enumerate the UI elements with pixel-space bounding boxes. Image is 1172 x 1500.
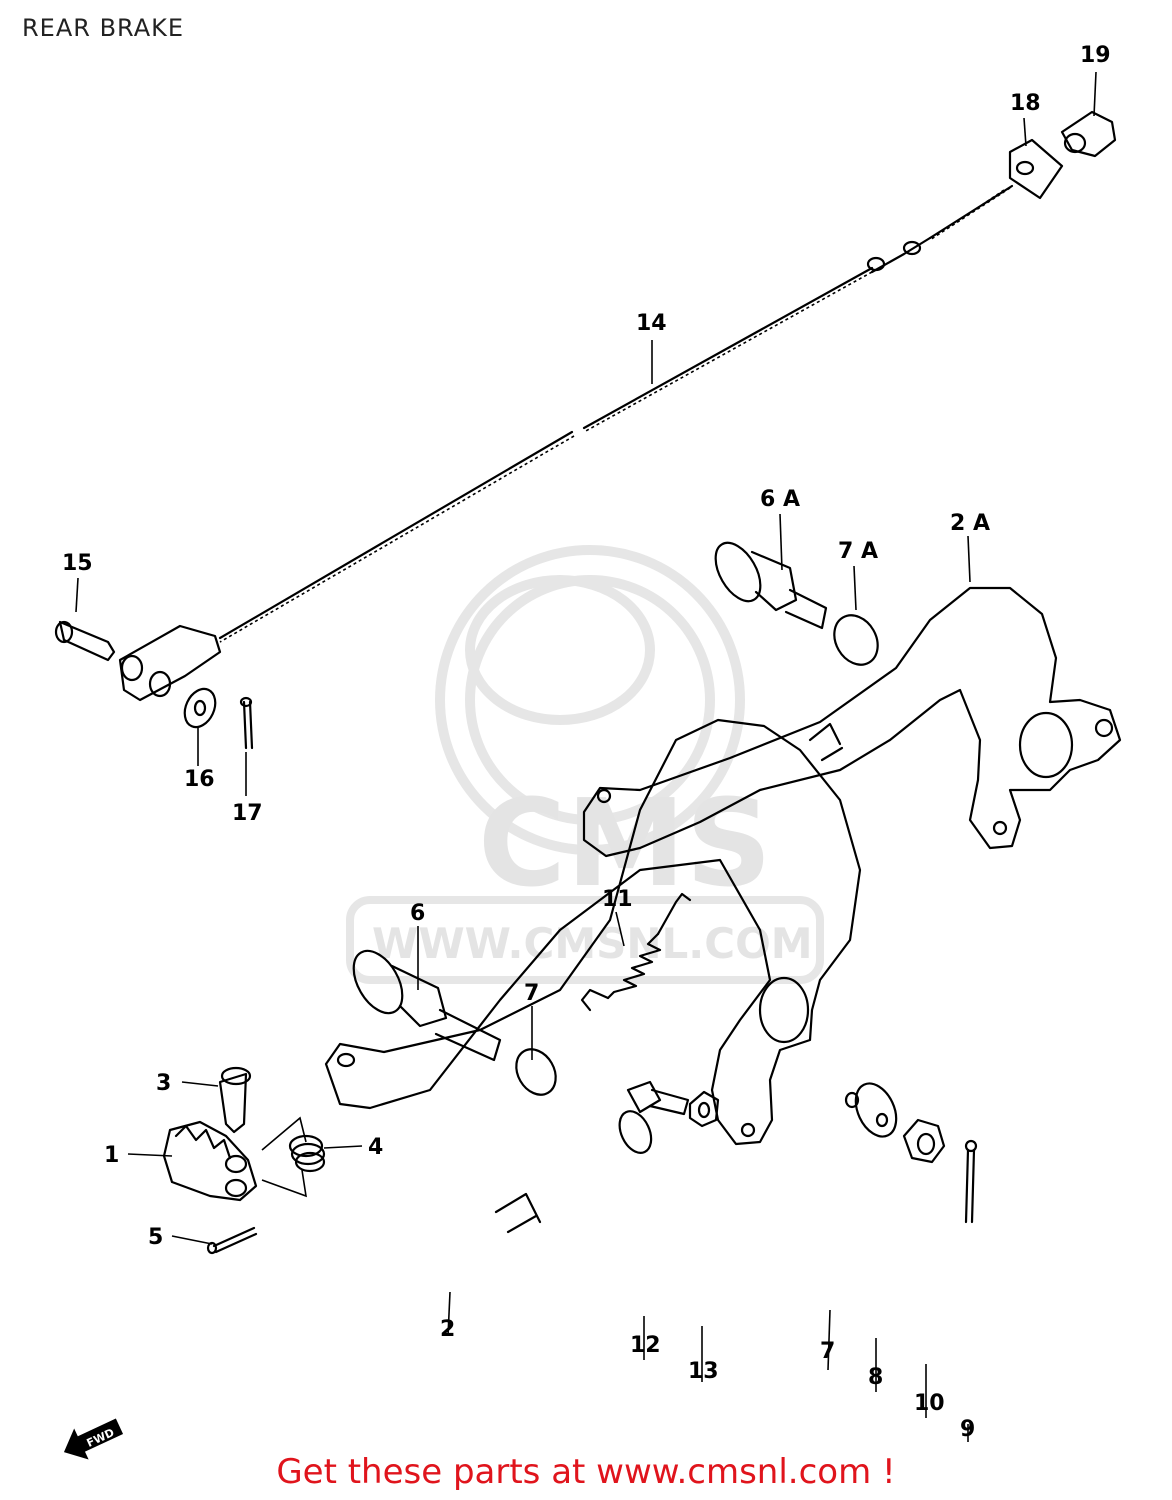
callout-8: 8: [868, 1365, 883, 1390]
callout-15: 15: [62, 551, 93, 576]
callout-7a: 7 A: [838, 539, 878, 564]
part-9-cotter-pin: [964, 1139, 978, 1224]
callout-12: 12: [630, 1333, 661, 1358]
part-2-brake-pedal: [324, 718, 862, 1234]
assembly-guide-lines: [261, 1116, 307, 1198]
callout-6a: 6 A: [760, 487, 800, 512]
footer-link[interactable]: Get these parts at www.cmsnl.com !: [276, 1452, 896, 1492]
part-1-footrest: [162, 1120, 258, 1202]
rod-clevis: [118, 624, 222, 702]
part-4-spring: [288, 1134, 326, 1173]
leader-lines: [75, 71, 1097, 1442]
part-16-washer: [183, 687, 217, 729]
callout-1: 1: [104, 1143, 119, 1168]
part-11-spring: [580, 892, 692, 1012]
part-3-pin: [218, 1066, 252, 1134]
callout-7: 7: [524, 981, 539, 1006]
part-13-nut: [688, 1090, 720, 1128]
callout-16: 16: [184, 767, 215, 792]
part-5-cotter-pin: [206, 1226, 258, 1255]
part-12-bolt: [626, 1080, 690, 1116]
page-title: REAR BRAKE: [22, 14, 185, 42]
part-6-pivot-bolt: [352, 949, 502, 1062]
callout-19: 19: [1080, 43, 1111, 68]
part-14-brake-rod: [218, 184, 1014, 643]
part-10-nut: [902, 1118, 946, 1164]
callout-13: 13: [688, 1359, 719, 1384]
part-7-washer: [515, 1048, 557, 1096]
callout-9: 9: [960, 1417, 975, 1442]
callout-3: 3: [156, 1071, 171, 1096]
callout-17: 17: [232, 801, 263, 826]
callout-5: 5: [148, 1225, 163, 1250]
part-8-washer: [854, 1082, 898, 1138]
callout-18: 18: [1010, 91, 1041, 116]
callout-4: 4: [368, 1135, 383, 1160]
callout-6: 6: [410, 901, 425, 926]
part-7a-washer: [833, 614, 879, 666]
watermark-brand: CMS: [478, 775, 772, 914]
part-2a-brake-pedal: [582, 586, 1122, 858]
part-18-joint: [1008, 138, 1064, 200]
part-6a-pivot-bolt: [714, 541, 828, 630]
callout-11: 11: [602, 887, 633, 912]
callout-2: 2: [440, 1317, 455, 1342]
part-7b-washer: [618, 1110, 653, 1154]
part-15-clevis-pin: [54, 620, 116, 662]
callout-2a: 2 A: [950, 511, 990, 536]
part-19-adjuster-nut: [1060, 110, 1117, 158]
callout-7b: 7: [820, 1339, 835, 1364]
callout-14: 14: [636, 311, 667, 336]
part-17-cotter-pin: [239, 696, 254, 750]
callout-10: 10: [914, 1391, 945, 1416]
